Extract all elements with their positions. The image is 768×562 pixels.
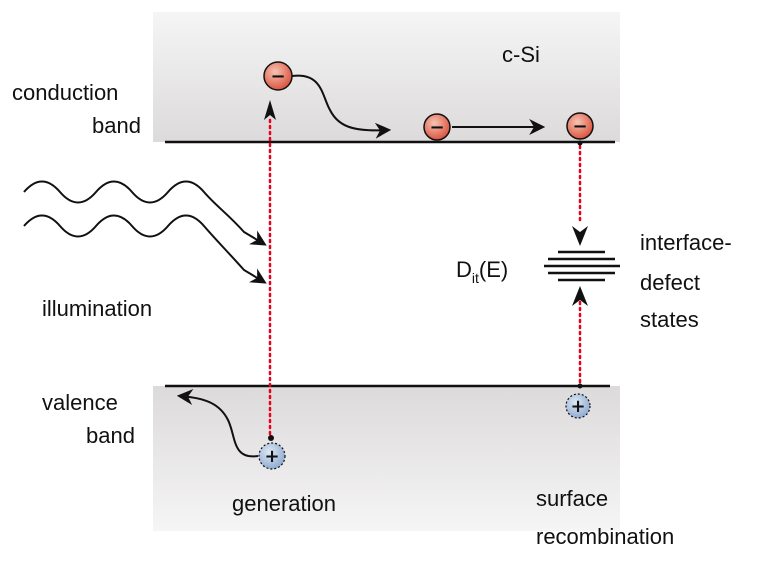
svg-text:+: + xyxy=(570,396,585,417)
dit-label: Dit(E) xyxy=(456,257,508,286)
valence-band-label-line1: valence xyxy=(42,390,118,415)
svg-text:−: − xyxy=(572,116,587,137)
capture-arrow-down xyxy=(572,226,588,246)
svg-text:−: − xyxy=(429,117,444,138)
conduction-band-label-line1: conduction xyxy=(12,80,118,105)
generation-arrow-head xyxy=(264,100,276,120)
electron-relaxed: − xyxy=(423,113,451,141)
generation-origin-dot xyxy=(268,435,274,441)
illumination-label: illumination xyxy=(42,296,152,321)
interface-defect-label-line1: interface- xyxy=(640,230,732,255)
hole-generated: + xyxy=(258,442,286,470)
recombination-bottom-dot xyxy=(577,383,583,389)
svg-text:−: − xyxy=(270,66,285,87)
electron-at-surface: − xyxy=(566,112,594,140)
material-label: c-Si xyxy=(502,42,540,67)
interface-defect-states xyxy=(544,250,620,282)
interface-defect-label-line3: states xyxy=(640,307,699,332)
recombination-top-dot xyxy=(577,140,583,146)
hole-path xyxy=(176,389,259,458)
generation-label: generation xyxy=(232,491,336,516)
svg-text:+: + xyxy=(264,446,279,467)
conduction-band-label-line2: band xyxy=(92,113,141,138)
illumination-wave-upper xyxy=(23,180,267,246)
conduction-band-region xyxy=(153,12,620,142)
interface-defect-label-line2: defect xyxy=(640,270,700,295)
surface-recombination-label-line1: surface xyxy=(536,486,608,511)
capture-arrow-up xyxy=(572,286,588,306)
surface-recombination-label-line2: recombination xyxy=(536,524,674,549)
electron-generated: − xyxy=(263,61,293,91)
valence-band-label-line2: band xyxy=(86,423,135,448)
illumination-wave-lower xyxy=(23,214,267,284)
hole-at-surface: + xyxy=(565,393,591,419)
valence-band-region xyxy=(153,386,620,531)
thermalization-path xyxy=(291,74,392,139)
